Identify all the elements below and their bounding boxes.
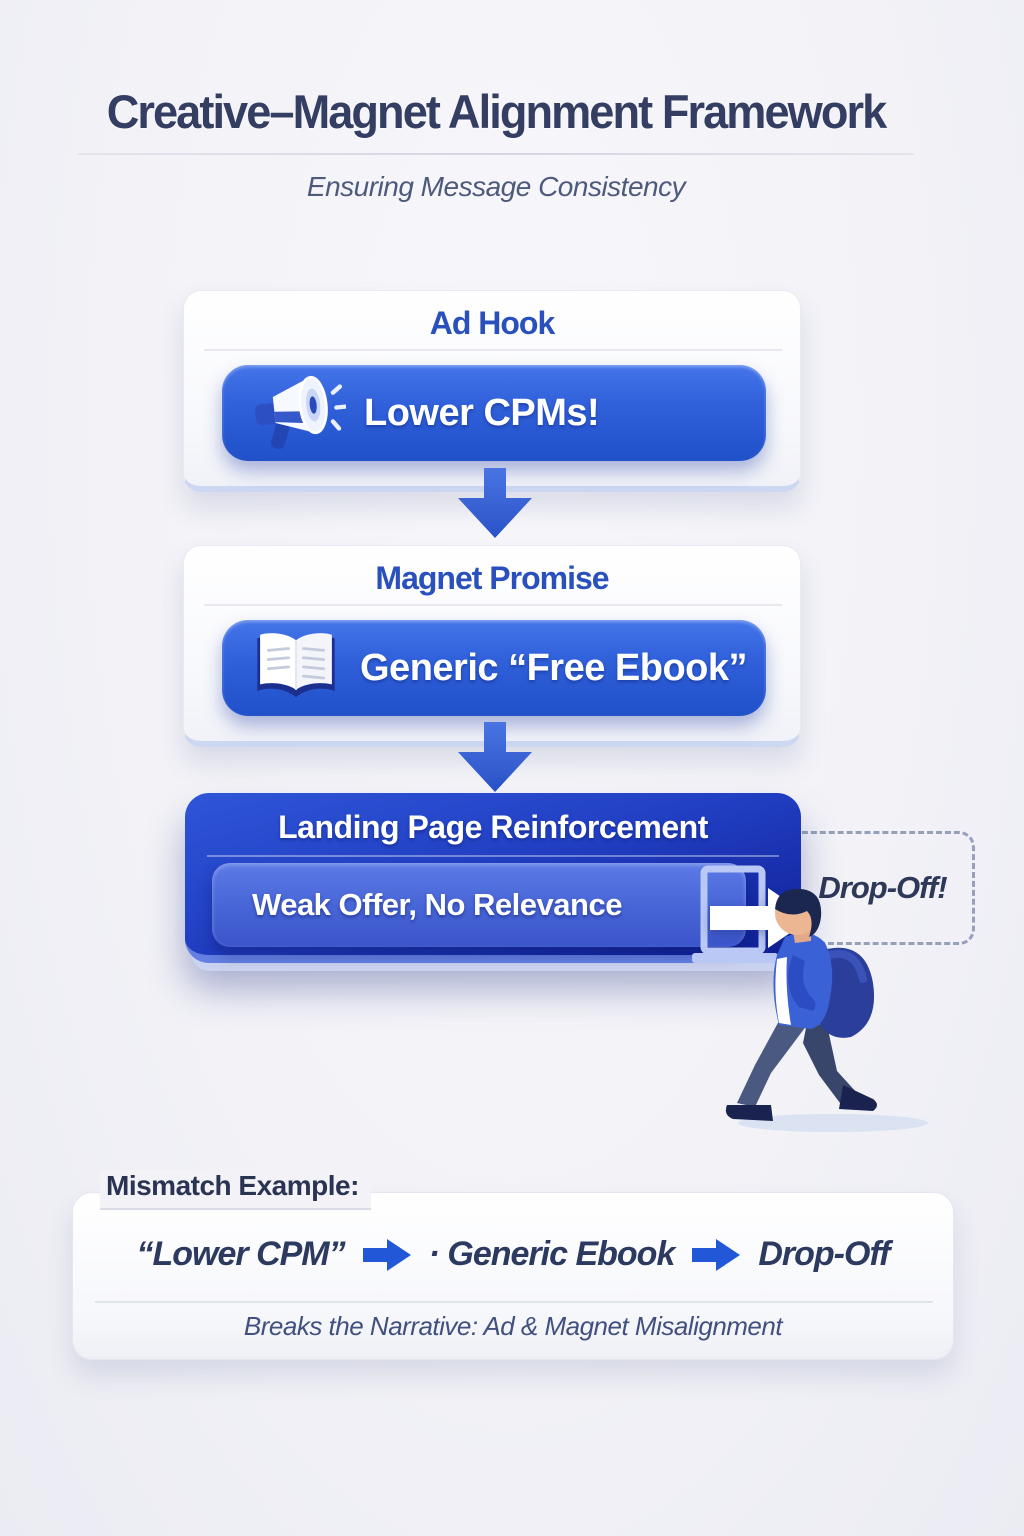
- mismatch-step-result: Drop-Off: [758, 1235, 890, 1273]
- magnet-promise-pill: Generic “Free Ebook”: [222, 620, 766, 716]
- right-arrow-icon: [692, 1238, 741, 1271]
- mismatch-step-ad: “Lower CPM”: [136, 1235, 346, 1273]
- mismatch-note: Breaks the Narrative: Ad & Magnet Misali…: [243, 1311, 783, 1341]
- card-divider: [204, 604, 782, 606]
- header: Creative–Magnet Alignment Framework Ensu…: [72, 84, 920, 203]
- landing-page-pill: Weak Offer, No Relevance: [212, 863, 746, 947]
- ad-hook-pill: Lower CPMs!: [222, 365, 766, 461]
- magnet-promise-label: Generic “Free Ebook”: [360, 646, 748, 689]
- mismatch-step-magnet: · Generic Ebook: [428, 1235, 676, 1273]
- drop-off-label: Drop-Off!: [818, 870, 947, 905]
- down-arrow: [455, 722, 535, 792]
- mismatch-example-card: “Lower CPM” · Generic Ebook Drop-Off Bre…: [72, 1192, 954, 1360]
- right-arrow-icon: [362, 1238, 411, 1271]
- open-book-icon: [250, 628, 342, 709]
- landing-page-label: Weak Offer, No Relevance: [252, 887, 622, 922]
- magnet-promise-header: Magnet Promise: [375, 560, 609, 596]
- page-title: Creative–Magnet Alignment Framework: [106, 85, 888, 138]
- down-arrow: [455, 468, 535, 538]
- walking-person-illustration: [715, 875, 965, 1137]
- card-divider: [204, 349, 782, 351]
- title-divider: [78, 153, 914, 155]
- mismatch-example-label: Mismatch Example:: [100, 1170, 371, 1210]
- landing-page-card: Landing Page Reinforcement Weak Offer, N…: [185, 793, 801, 963]
- page-subtitle: Ensuring Message Consistency: [306, 171, 686, 202]
- landing-page-header: Landing Page Reinforcement: [278, 809, 708, 845]
- ad-hook-header: Ad Hook: [429, 305, 556, 341]
- drop-off-callout: Drop-Off!: [793, 831, 975, 945]
- ad-hook-card: Ad Hook: [183, 290, 801, 492]
- magnet-promise-card: Magnet Promise: [183, 545, 801, 747]
- megaphone-icon: [250, 369, 348, 458]
- mismatch-flow: “Lower CPM” · Generic Ebook Drop-Off: [73, 1235, 953, 1274]
- ad-hook-label: Lower CPMs!: [364, 391, 600, 434]
- card-divider: [207, 855, 779, 857]
- card-divider: [95, 1301, 933, 1303]
